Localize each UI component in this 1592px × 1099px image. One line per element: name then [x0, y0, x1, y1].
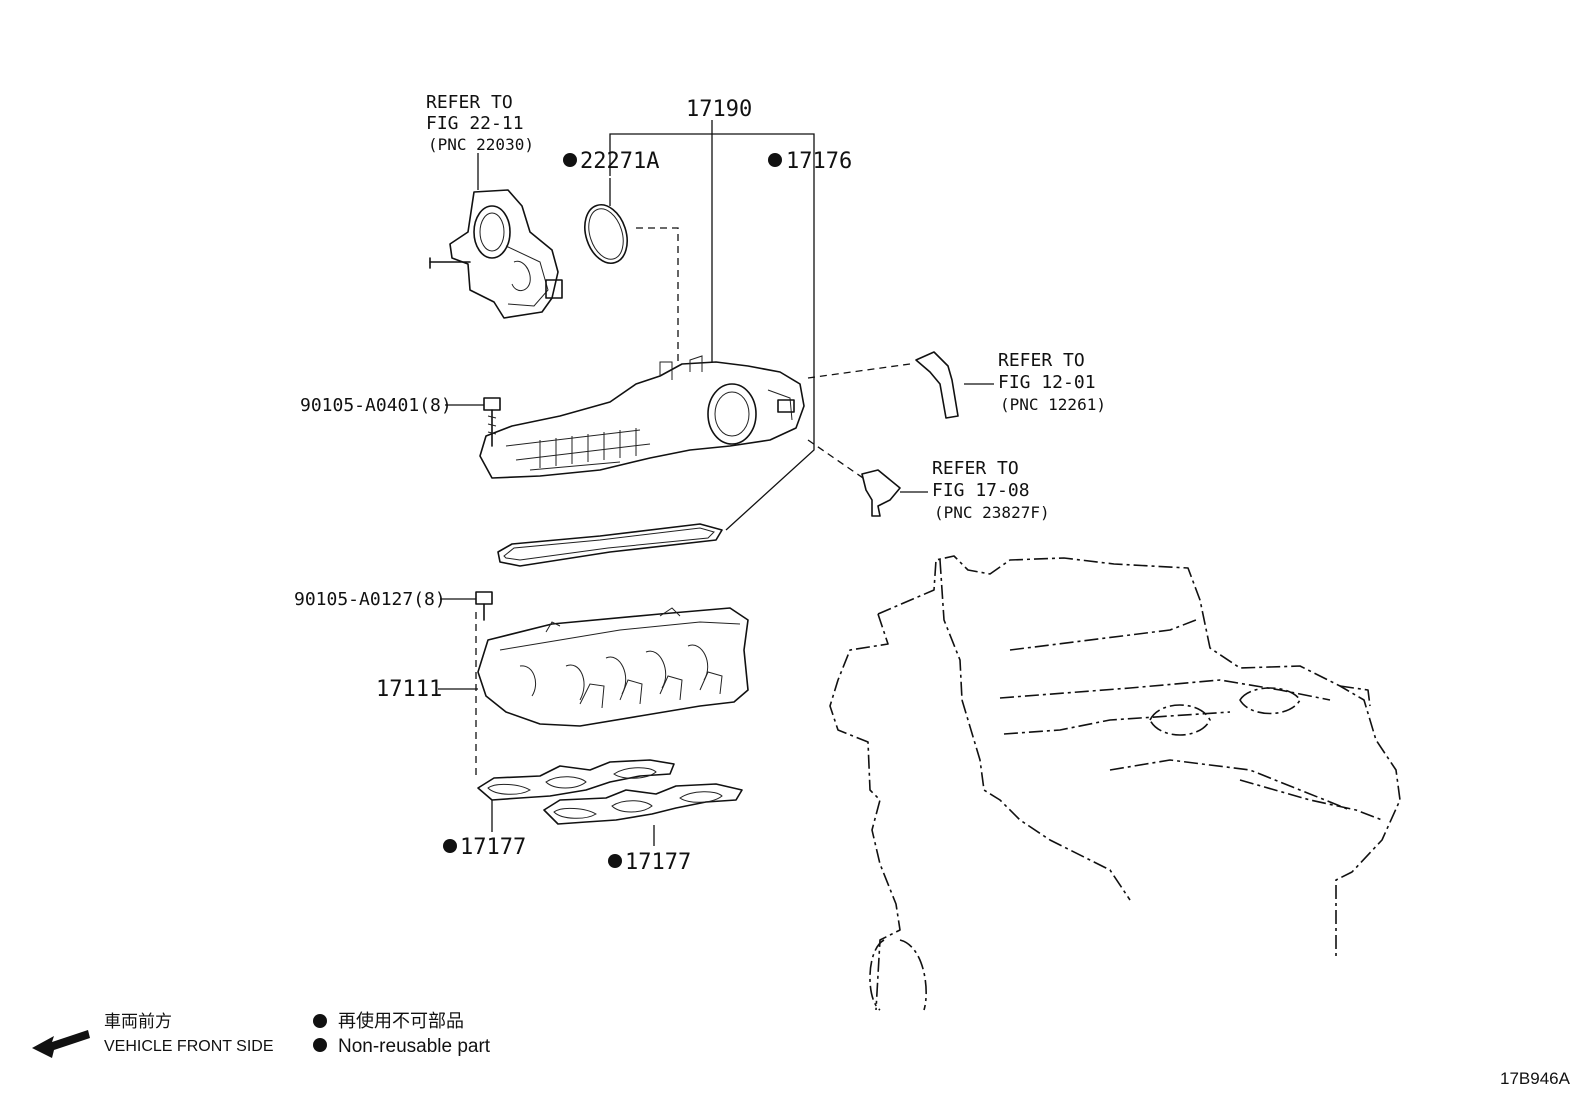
gasket-17177-right[interactable] — [543, 783, 743, 825]
legend-front-side: 車両前方 VEHICLE FRONT SIDE — [32, 1012, 274, 1058]
legend-non-reusable: 再使用不可部品 Non-reusable part — [313, 1011, 491, 1057]
part-label-17177-left: 17177 — [460, 835, 526, 860]
non-reusable-dot — [768, 153, 782, 167]
non-reusable-dot — [608, 854, 622, 868]
front-direction-arrow-icon — [32, 1030, 90, 1058]
intake-plenum-17190[interactable] — [479, 355, 805, 479]
ref-throttle-line1: REFER TO — [426, 92, 513, 113]
hose-upper[interactable] — [915, 351, 959, 419]
non-reusable-dot-icon — [313, 1014, 327, 1028]
intake-manifold-17111[interactable] — [477, 607, 749, 727]
non-reusable-dot — [563, 153, 577, 167]
ref-hose-lower[interactable]: REFER TO FIG 17-08 (PNC 23827F) — [932, 458, 1050, 522]
part-label-17176-group[interactable]: 17176 — [768, 149, 852, 174]
ref-throttle-body[interactable]: REFER TO FIG 22-11 (PNC 22030) — [426, 92, 534, 154]
ref-hose2-line3: (PNC 23827F) — [934, 503, 1050, 522]
legend-nonreusable-jp: 再使用不可部品 — [338, 1011, 464, 1031]
non-reusable-dot-icon — [313, 1038, 327, 1052]
part-label-17177-right-group[interactable]: 17177 — [608, 850, 691, 875]
part-label-bolt-upper[interactable]: 90105-A0401(8) — [300, 395, 452, 416]
ref-hose2-line2: FIG 17-08 — [932, 480, 1030, 501]
ref-hose1-line2: FIG 12-01 — [998, 372, 1096, 393]
part-label-17177-right: 17177 — [625, 850, 691, 875]
part-label-17111[interactable]: 17111 — [376, 677, 442, 702]
ref-throttle-line3: (PNC 22030) — [428, 135, 534, 154]
legend-front-jp: 車両前方 — [104, 1012, 172, 1031]
engine-block-outline — [829, 555, 1401, 1011]
part-label-17190[interactable]: 17190 — [686, 97, 752, 122]
bolt-90105-a0127[interactable] — [475, 591, 493, 621]
assembly-dashed-lines — [475, 227, 911, 780]
hose-lower[interactable] — [861, 469, 901, 517]
non-reusable-dot — [443, 839, 457, 853]
leader-lines — [438, 120, 994, 846]
part-label-bolt-lower[interactable]: 90105-A0127(8) — [294, 589, 446, 610]
ref-throttle-line2: FIG 22-11 — [426, 113, 524, 134]
ref-hose2-line1: REFER TO — [932, 458, 1019, 479]
figure-id: 17B946A — [1500, 1069, 1571, 1088]
gasket-17177-left[interactable] — [477, 759, 675, 801]
part-label-22271a: 22271A — [580, 149, 659, 174]
throttle-body[interactable] — [429, 189, 563, 319]
ref-hose1-line3: (PNC 12261) — [1000, 395, 1106, 414]
ref-hose1-line1: REFER TO — [998, 350, 1085, 371]
part-label-17177-left-group[interactable]: 17177 — [443, 835, 526, 860]
bolt-90105-a0401[interactable] — [483, 397, 501, 447]
part-label-22271a-group[interactable]: 22271A — [563, 149, 659, 174]
legend-nonreusable-en: Non-reusable part — [338, 1036, 491, 1057]
legend-front-en: VEHICLE FRONT SIDE — [104, 1038, 274, 1055]
o-ring-22271a[interactable] — [578, 199, 635, 268]
ref-hose-upper[interactable]: REFER TO FIG 12-01 (PNC 12261) — [998, 350, 1106, 414]
part-label-17176: 17176 — [786, 149, 852, 174]
gasket-17176[interactable] — [497, 523, 723, 567]
